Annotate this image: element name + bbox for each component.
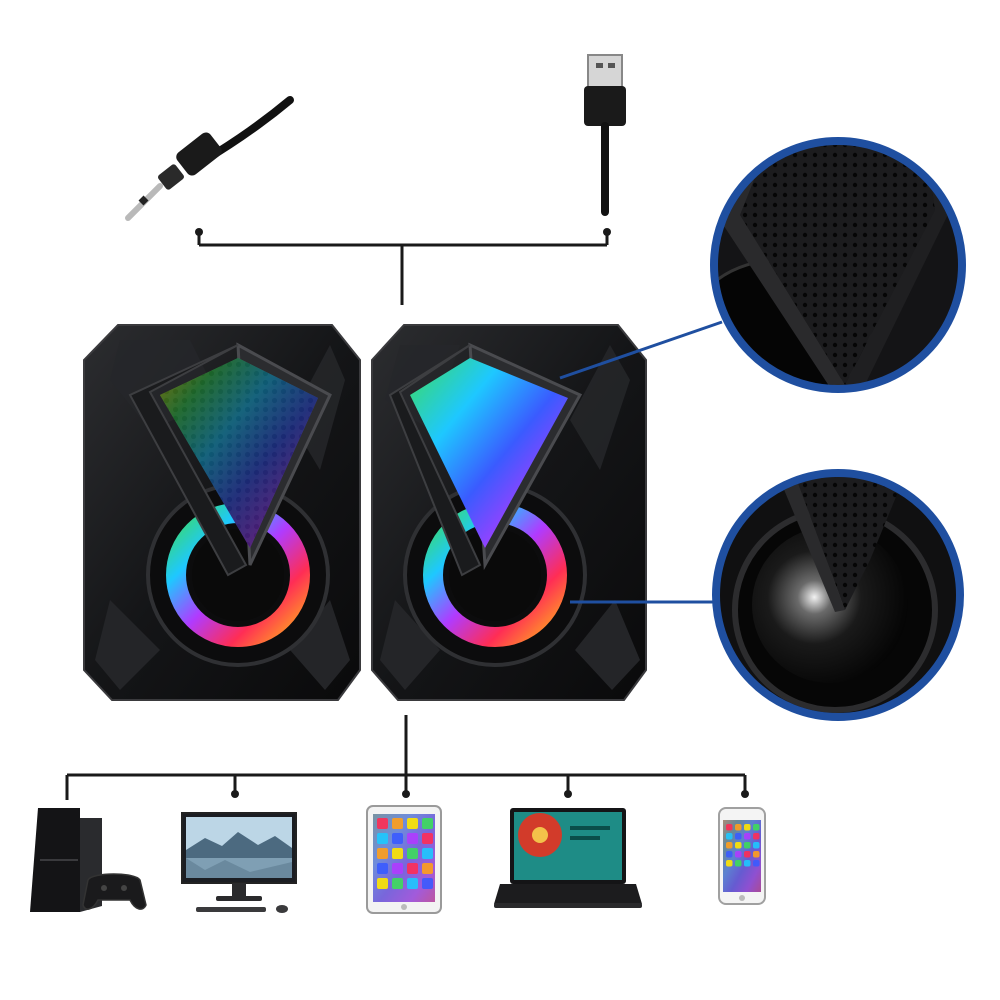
app-icon — [753, 851, 760, 858]
app-icon — [726, 833, 733, 840]
device-connector-tree — [65, 715, 747, 800]
app-icon — [744, 851, 751, 858]
device-connector-dots — [231, 790, 749, 798]
app-icon — [726, 842, 733, 849]
cable-connector-line — [197, 232, 609, 305]
app-icon — [392, 818, 403, 829]
app-icon — [407, 878, 418, 889]
left-speaker — [83, 324, 361, 701]
usb-cable-icon — [584, 54, 626, 216]
app-icon — [407, 863, 418, 874]
app-icon — [377, 833, 388, 844]
app-icon — [726, 824, 733, 831]
connector-dot — [603, 228, 611, 236]
app-icon — [726, 860, 733, 867]
app-icon — [735, 824, 742, 831]
zoom-callout-grille-detail — [559, 137, 966, 393]
app-icon — [744, 824, 751, 831]
smartphone-icon — [718, 807, 766, 905]
app-icon — [753, 842, 760, 849]
app-icon — [753, 833, 760, 840]
app-icon — [377, 818, 388, 829]
laptop-icon — [494, 808, 642, 908]
app-icon — [744, 833, 751, 840]
app-icon — [422, 863, 433, 874]
game-console-icon — [30, 808, 147, 912]
app-icon — [392, 848, 403, 859]
app-icon — [744, 860, 751, 867]
app-icon — [422, 878, 433, 889]
app-icon — [392, 878, 403, 889]
tablet-icon — [366, 805, 442, 914]
connector-dot — [195, 228, 203, 236]
zoom-callout-driver-detail — [570, 469, 964, 721]
app-icon — [392, 833, 403, 844]
app-icon — [422, 848, 433, 859]
app-icon — [392, 863, 403, 874]
app-icon — [726, 851, 733, 858]
app-icon — [735, 851, 742, 858]
app-icon — [407, 833, 418, 844]
app-icon — [753, 860, 760, 867]
app-icon — [377, 863, 388, 874]
aux-audio-cable-icon — [125, 96, 294, 221]
app-icon — [744, 842, 751, 849]
app-icon — [422, 818, 433, 829]
app-icon — [735, 833, 742, 840]
app-icon — [407, 818, 418, 829]
right-speaker — [371, 324, 647, 701]
app-icon — [407, 848, 418, 859]
app-icon — [377, 848, 388, 859]
app-icon — [735, 860, 742, 867]
app-icon — [377, 878, 388, 889]
desktop-monitor-icon — [181, 812, 297, 913]
app-icon — [422, 833, 433, 844]
app-icon — [753, 824, 760, 831]
app-icon — [735, 842, 742, 849]
